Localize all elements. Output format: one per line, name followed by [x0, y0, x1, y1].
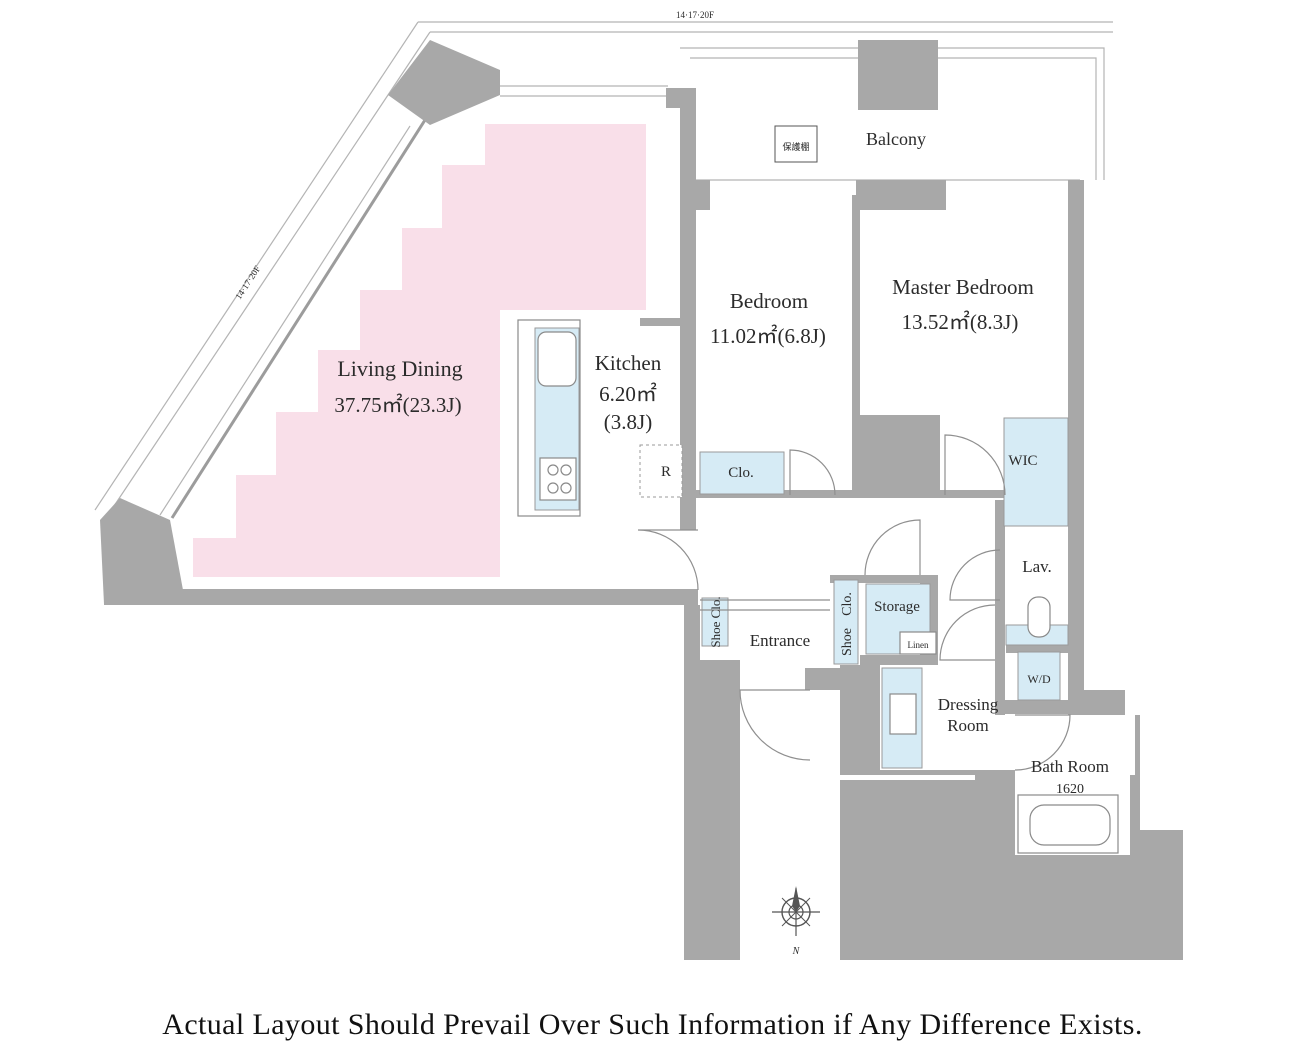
dressing-label-1: Dressing	[938, 695, 999, 714]
door-swings	[637, 434, 1071, 771]
dimension-top: 14·17·20F	[676, 10, 714, 20]
master-bedroom-area: 13.52㎡(8.3J)	[902, 310, 1019, 334]
balcony-storage-box	[774, 125, 818, 163]
balcony-tag: 保護棚	[782, 141, 809, 152]
shoe-closet-left-label: Shoe Clo.	[708, 596, 723, 647]
closet-label: Clo.	[728, 465, 753, 481]
disclaimer-text: Actual Layout Should Prevail Over Such I…	[162, 1008, 1143, 1041]
compass-rose-icon: N	[772, 886, 820, 957]
living-dining-highlight	[193, 124, 646, 577]
kitchen-name: Kitchen	[595, 351, 662, 375]
wd-label: W/D	[1027, 672, 1051, 686]
entrance-label: Entrance	[750, 631, 810, 650]
kitchen-area: 6.20㎡	[599, 382, 657, 406]
lav-label: Lav.	[1022, 557, 1052, 576]
balcony-outline	[94, 21, 1113, 519]
bath-size-label: 1620	[1056, 782, 1084, 797]
balcony-label: Balcony	[866, 129, 926, 149]
compass-north-label: N	[792, 946, 801, 957]
bedroom-name: Bedroom	[730, 289, 808, 313]
master-bedroom-name: Master Bedroom	[892, 275, 1034, 299]
dressing-label-2: Room	[947, 716, 989, 735]
living-name: Living Dining	[337, 356, 462, 381]
shoe-closet-right-top-label: Clo.	[840, 592, 855, 616]
bath-label: Bath Room	[1031, 757, 1109, 776]
fridge-label: R	[661, 464, 671, 480]
bedroom-area: 11.02㎡(6.8J)	[710, 324, 826, 348]
shoe-closet-right-bottom-label: Shoe	[840, 628, 855, 656]
dimension-left: 14·17·20F	[233, 264, 262, 301]
wic-label: WIC	[1008, 453, 1037, 469]
storage-label: Storage	[874, 599, 920, 615]
living-area: 37.75㎡(23.3J)	[334, 393, 461, 417]
walls	[100, 40, 1183, 960]
linen-label: Linen	[908, 640, 929, 650]
fixtures	[517, 319, 1119, 854]
kitchen-jyo: (3.8J)	[604, 410, 652, 434]
